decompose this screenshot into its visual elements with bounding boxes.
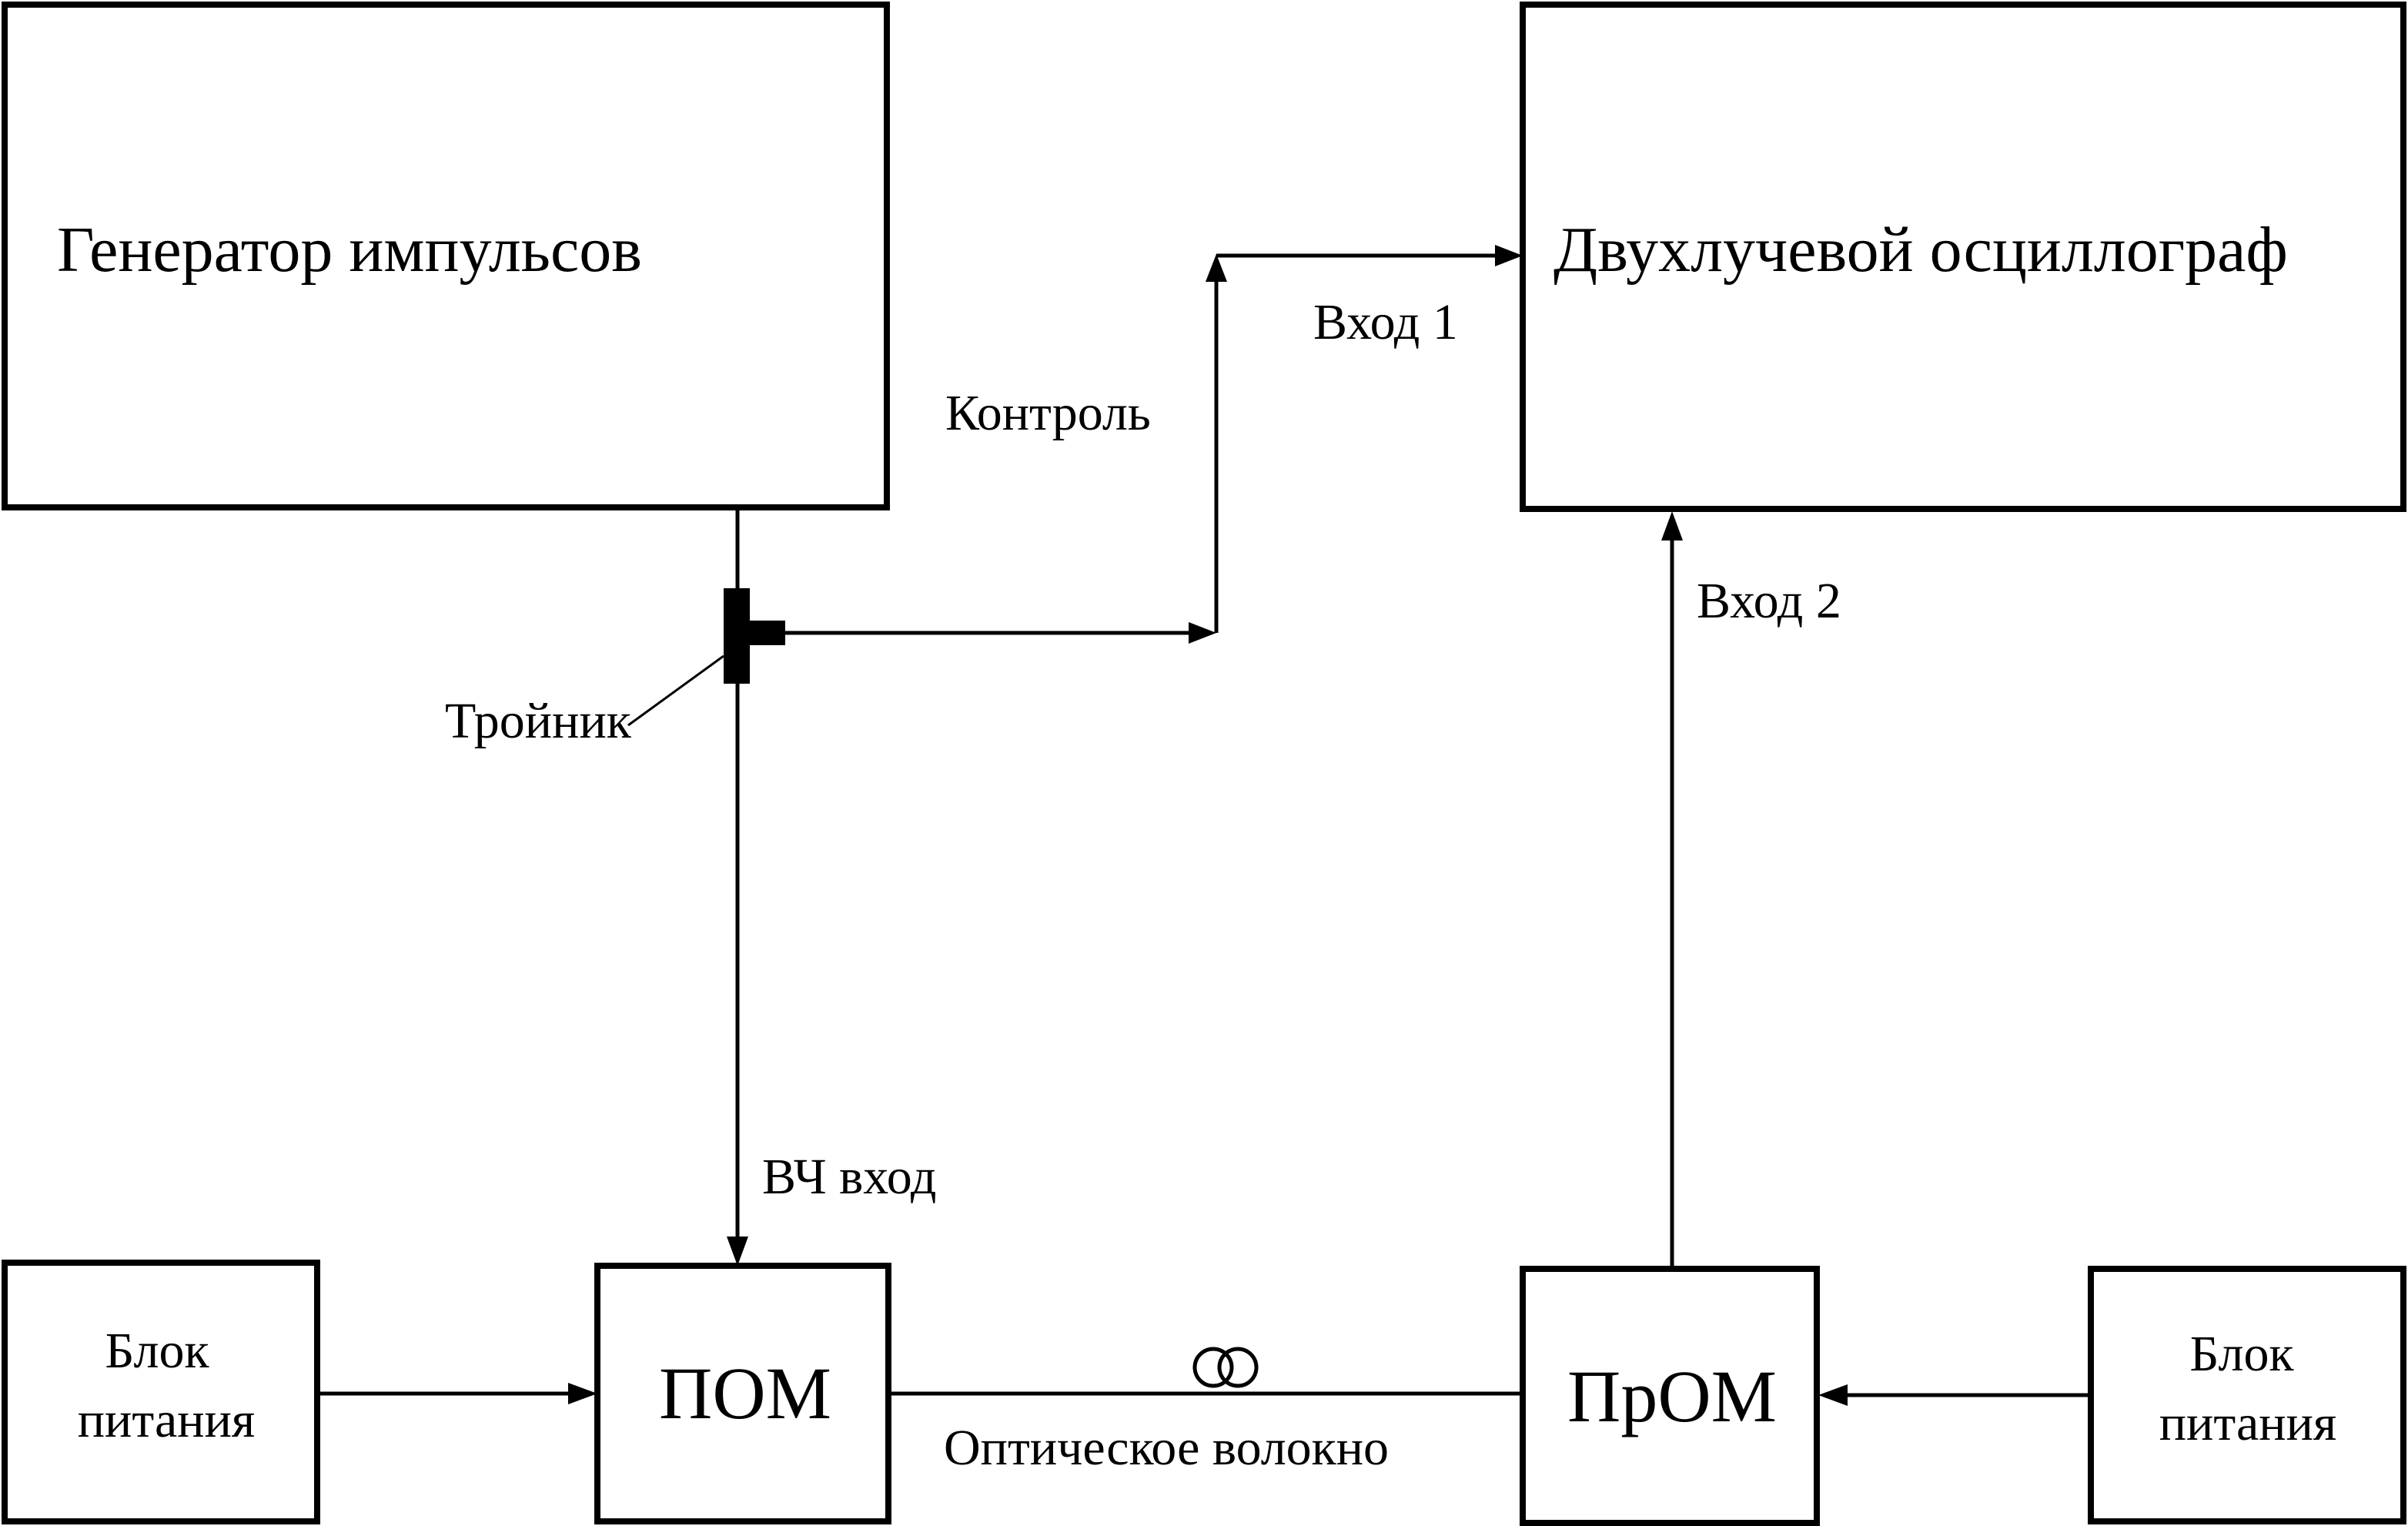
input1-label: Вход 1 xyxy=(1313,294,1458,350)
power-supply-left-label-line2: питания xyxy=(78,1392,256,1448)
power-right-arrow-icon xyxy=(1818,1384,1848,1406)
control-branch-arrow-right-icon xyxy=(1189,622,1216,644)
power-supply-left-label-line1: Блок xyxy=(105,1323,209,1379)
power-supply-right-label-line2: питания xyxy=(2159,1395,2337,1451)
tee-connector-icon xyxy=(724,588,785,684)
power-left-arrow-icon xyxy=(568,1383,597,1404)
optical-fiber-label: Оптическое волокно xyxy=(944,1420,1389,1476)
control-label: Контроль xyxy=(945,385,1151,441)
transmitter-module-label: ПОМ xyxy=(659,1352,831,1434)
power-supply-right-block: Блок питания xyxy=(2088,1266,2406,1524)
rf-input-label: ВЧ вход xyxy=(762,1149,936,1205)
tee-leader-line xyxy=(627,654,724,727)
tee-label: Тройник xyxy=(445,693,632,749)
power-supply-right-label-line1: Блок xyxy=(2189,1326,2294,1382)
fiber-coil-icon xyxy=(1192,1347,1259,1388)
receiver-module-block: ПрОМ xyxy=(1520,1266,1820,1526)
transmitter-module-block: ПОМ xyxy=(594,1263,891,1524)
power-supply-left-block: Блок питания xyxy=(2,1260,320,1524)
input1-arrow-icon xyxy=(1495,245,1523,266)
input2-arrow-icon xyxy=(1661,511,1683,540)
control-branch-arrow-up-icon xyxy=(1206,254,1227,282)
input2-label: Вход 2 xyxy=(1697,573,1841,629)
rf-input-arrow-icon xyxy=(727,1237,748,1266)
oscilloscope-label: Двухлучевой осциллограф xyxy=(1553,214,2288,286)
pulse-generator-label: Генератор импульсов xyxy=(57,214,642,286)
oscilloscope-block: Двухлучевой осциллограф xyxy=(1520,2,2406,512)
pulse-generator-block: Генератор импульсов xyxy=(2,2,890,510)
receiver-module-label: ПрОМ xyxy=(1567,1355,1777,1437)
